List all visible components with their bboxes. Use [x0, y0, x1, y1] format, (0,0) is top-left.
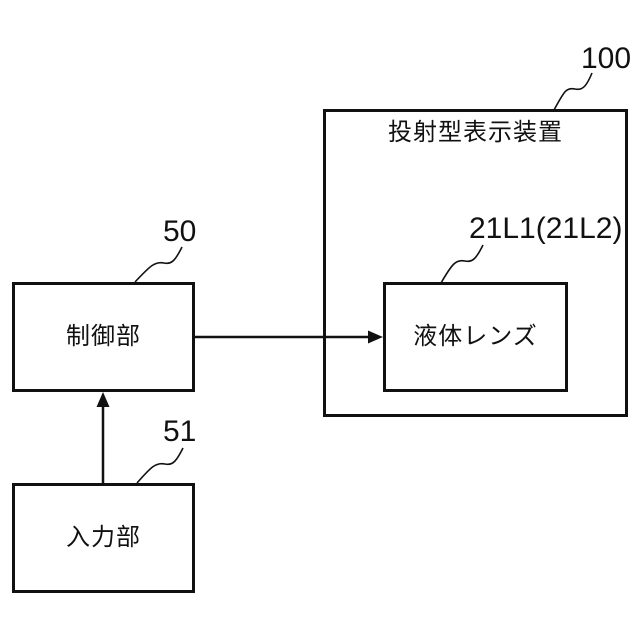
- liquid-lens-label: 液体レンズ: [413, 322, 538, 350]
- ref-50-label: 50: [163, 215, 197, 248]
- leader-line-51: [136, 447, 184, 484]
- input-unit-box: 入力部: [12, 483, 195, 593]
- arrowhead-up-icon: [96, 392, 110, 407]
- input-unit-label: 入力部: [66, 523, 141, 551]
- projection-display-device-label: 投射型表示装置: [388, 119, 563, 146]
- arrow-input-to-control: [96, 392, 110, 483]
- ref-100-label: 100: [581, 42, 632, 75]
- ref-21L1-label: 21L1(21L2): [469, 212, 623, 245]
- control-unit-label: 制御部: [66, 322, 141, 350]
- projection-display-device-box: 投射型表示装置: [323, 109, 628, 417]
- ref-51-label: 51: [163, 415, 197, 448]
- liquid-lens-box: 液体レンズ: [383, 282, 568, 392]
- control-unit-box: 制御部: [12, 282, 195, 392]
- leader-line-50: [134, 246, 183, 283]
- leader-line-100: [553, 72, 593, 111]
